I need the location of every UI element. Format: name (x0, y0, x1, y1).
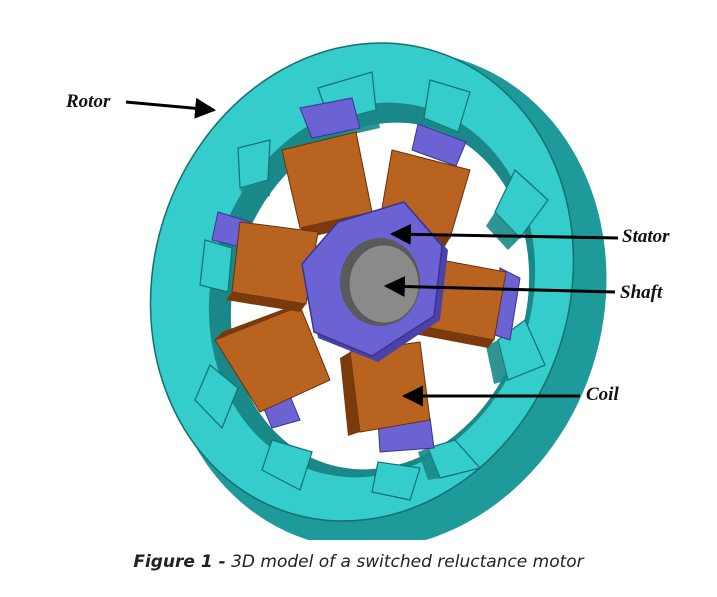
stator-pole (340, 341, 435, 453)
rotor-label: Rotor (66, 91, 111, 112)
shaft (348, 244, 420, 324)
stator-arrow (389, 223, 619, 245)
coil (214, 305, 331, 413)
rotor-arrow (125, 97, 217, 119)
rotor-tooth (194, 364, 239, 430)
rotor-teeth (194, 71, 549, 501)
motor-diagram (125, 42, 619, 540)
caption-text: 3D model of a switched reluctance motor (231, 552, 584, 572)
rotor-tooth (261, 439, 313, 491)
shaft-arrow (383, 275, 616, 297)
stator-label: Stator (622, 226, 670, 247)
shaft-label: Shaft (620, 282, 663, 303)
stator-pole (211, 211, 319, 312)
coil-label: Coil (586, 384, 619, 405)
stator-pole (214, 300, 331, 429)
figure-caption: Figure 1 - 3D model of a switched reluct… (0, 552, 717, 572)
caption-prefix: Figure 1 - (133, 552, 226, 572)
rotor-tooth (199, 239, 233, 293)
rotor-tooth (371, 461, 421, 501)
annotation-arrows (125, 97, 619, 407)
